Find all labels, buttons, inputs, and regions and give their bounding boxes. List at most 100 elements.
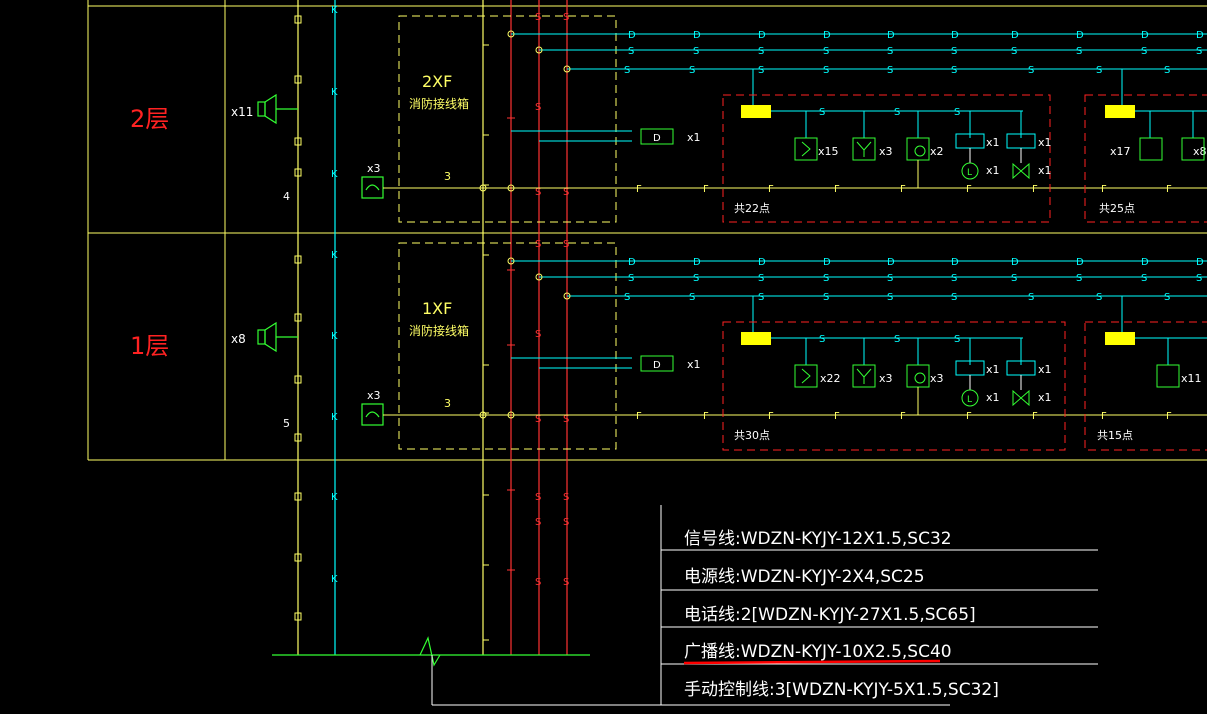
- signal-bus-s-label: S: [689, 65, 695, 76]
- signal-bus-d-label: D: [1076, 30, 1084, 41]
- bus-junction: [507, 30, 515, 38]
- phone-icon: [361, 176, 384, 199]
- lamp-icon: [961, 162, 979, 180]
- signal-bus-d-label: D: [1011, 30, 1019, 41]
- floor-frame: [87, 0, 1207, 461]
- manual-bus-f-label: F: [703, 184, 709, 195]
- manual-bus-f-label: F: [1101, 184, 1107, 195]
- phone-riser-k: K: [331, 169, 338, 180]
- module-b-count-1a: x1: [1038, 363, 1052, 376]
- signal-bus-d-label: D: [951, 30, 959, 41]
- speaker-count-1: x8: [231, 332, 246, 346]
- detector-count-1a: x22: [820, 372, 841, 385]
- power-riser-s: S: [535, 239, 541, 250]
- power-riser-s: S: [535, 492, 541, 503]
- broadcast-tick: [294, 255, 302, 264]
- manual-bus-f-label: F: [900, 184, 906, 195]
- signal-bus-s-label: S: [823, 65, 829, 76]
- signal-bus-d-label: D: [628, 257, 636, 268]
- legend-manual: 手动控制线:3[WDZN-KYJY-5X1.5,SC32]: [684, 680, 999, 700]
- manual-bus-f-label: F: [1032, 411, 1038, 422]
- power-tick: [507, 117, 515, 126]
- power-tick: [507, 569, 515, 578]
- zone-signal-s: S: [894, 334, 900, 345]
- signal-bus-s-label: S: [887, 292, 893, 303]
- manual-bus-f-label: F: [834, 184, 840, 195]
- signal-bus-s-label: S: [758, 46, 764, 57]
- manual-bus-f-label: F: [768, 411, 774, 422]
- bus-junction: [479, 184, 487, 192]
- manual-tick: [482, 254, 489, 260]
- signal-bus-d-label: D: [628, 30, 636, 41]
- power-tick: [507, 489, 515, 498]
- bus-junction: [563, 292, 571, 300]
- signal-bus-d-label: D: [887, 257, 895, 268]
- floor-no-2: 4: [283, 190, 290, 203]
- signal-bus-s-label: S: [823, 292, 829, 303]
- cable-legend: 信号线:WDZN-KYJY-12X1.5,SC32 电源线:WDZN-KYJY-…: [431, 505, 1098, 706]
- box-name-2xf: 2XF: [422, 72, 452, 91]
- signal-bus-d-label: D: [1011, 257, 1019, 268]
- broadcast-tick: [294, 553, 302, 562]
- signal-bus-s-label: S: [951, 65, 957, 76]
- power-riser-s: S: [535, 187, 541, 198]
- alarm-bell-icon: [914, 372, 926, 384]
- manual-bus-f-label: F: [636, 184, 642, 195]
- zone-box-2b: 共25点 x17 x8: [1084, 94, 1207, 223]
- signal-bus-d-label: D: [1076, 257, 1084, 268]
- manual-tick: [482, 364, 489, 370]
- phone-riser-k: K: [331, 331, 338, 342]
- lamp-count-2a: x1: [986, 164, 1000, 177]
- manual-tick: [482, 134, 489, 140]
- broadcast-tick: [294, 612, 302, 621]
- signal-bus-d-label: D: [1141, 30, 1149, 41]
- signal-bus-s-label: S: [1141, 46, 1147, 57]
- valve-icon: [1012, 389, 1030, 407]
- signal-bus-d-label: D: [693, 257, 701, 268]
- broadcast-tick: [294, 168, 302, 177]
- bus-junction: [507, 184, 515, 192]
- alarm-bell-icon: [906, 137, 930, 161]
- signal-bus-s-label: S: [693, 46, 699, 57]
- floor-no-1: 5: [283, 417, 290, 430]
- signal-bus-s-label: S: [628, 273, 634, 284]
- speaker-icon: [257, 93, 298, 125]
- box-name-1xf: 1XF: [422, 299, 452, 318]
- signal-bus-s-label: S: [689, 292, 695, 303]
- speaker-count-2: x11: [231, 105, 253, 119]
- legend-signal: 信号线:WDZN-KYJY-12X1.5,SC32: [684, 529, 952, 549]
- zone-box-1a: 共30点 x22 x3 x3 x1 x1 x1 x1: [722, 321, 1066, 451]
- legend-broadcast: 广播线:WDZN-KYJY-10X2.5,SC40: [684, 642, 952, 662]
- signal-bus-d-label: D: [758, 257, 766, 268]
- broadcast-tick: [294, 75, 302, 84]
- detector-count-2a: x15: [818, 145, 839, 158]
- valve-icon: [1012, 162, 1030, 180]
- d-count-1: x1: [687, 358, 701, 371]
- zone-total-2b: 共25点: [1099, 202, 1135, 215]
- power-tick: [507, 269, 515, 278]
- signal-bus-s-label: S: [1028, 292, 1034, 303]
- floor-label-1: 1层: [130, 332, 169, 360]
- power-riser-s: S: [563, 517, 569, 528]
- legend-phone: 电话线:2[WDZN-KYJY-27X1.5,SC65]: [684, 605, 976, 625]
- manual-bus-f-label: F: [1166, 184, 1172, 195]
- zone-signal-s: S: [894, 107, 900, 118]
- manual-tick: [482, 44, 489, 50]
- manual-tick: [482, 494, 489, 500]
- signal-bus-s-label: S: [823, 273, 829, 284]
- signal-bus-s-label: S: [1096, 65, 1102, 76]
- box-desc-2xf: 消防接线箱: [409, 96, 469, 111]
- alarm-count-2a: x2: [930, 145, 944, 158]
- zone-signal-s: S: [819, 334, 825, 345]
- signal-bus-s-label: S: [1076, 273, 1082, 284]
- lamp-icon: [961, 389, 979, 407]
- signal-bus-s-label: S: [823, 46, 829, 57]
- manual-bus-f-label: F: [966, 411, 972, 422]
- legend-power: 电源线:WDZN-KYJY-2X4,SC25: [684, 567, 925, 587]
- signal-bus-s-label: S: [887, 65, 893, 76]
- signal-bus-s-label: S: [1196, 46, 1202, 57]
- signal-bus-s-label: S: [1011, 273, 1017, 284]
- signal-bus-s-label: S: [887, 46, 893, 57]
